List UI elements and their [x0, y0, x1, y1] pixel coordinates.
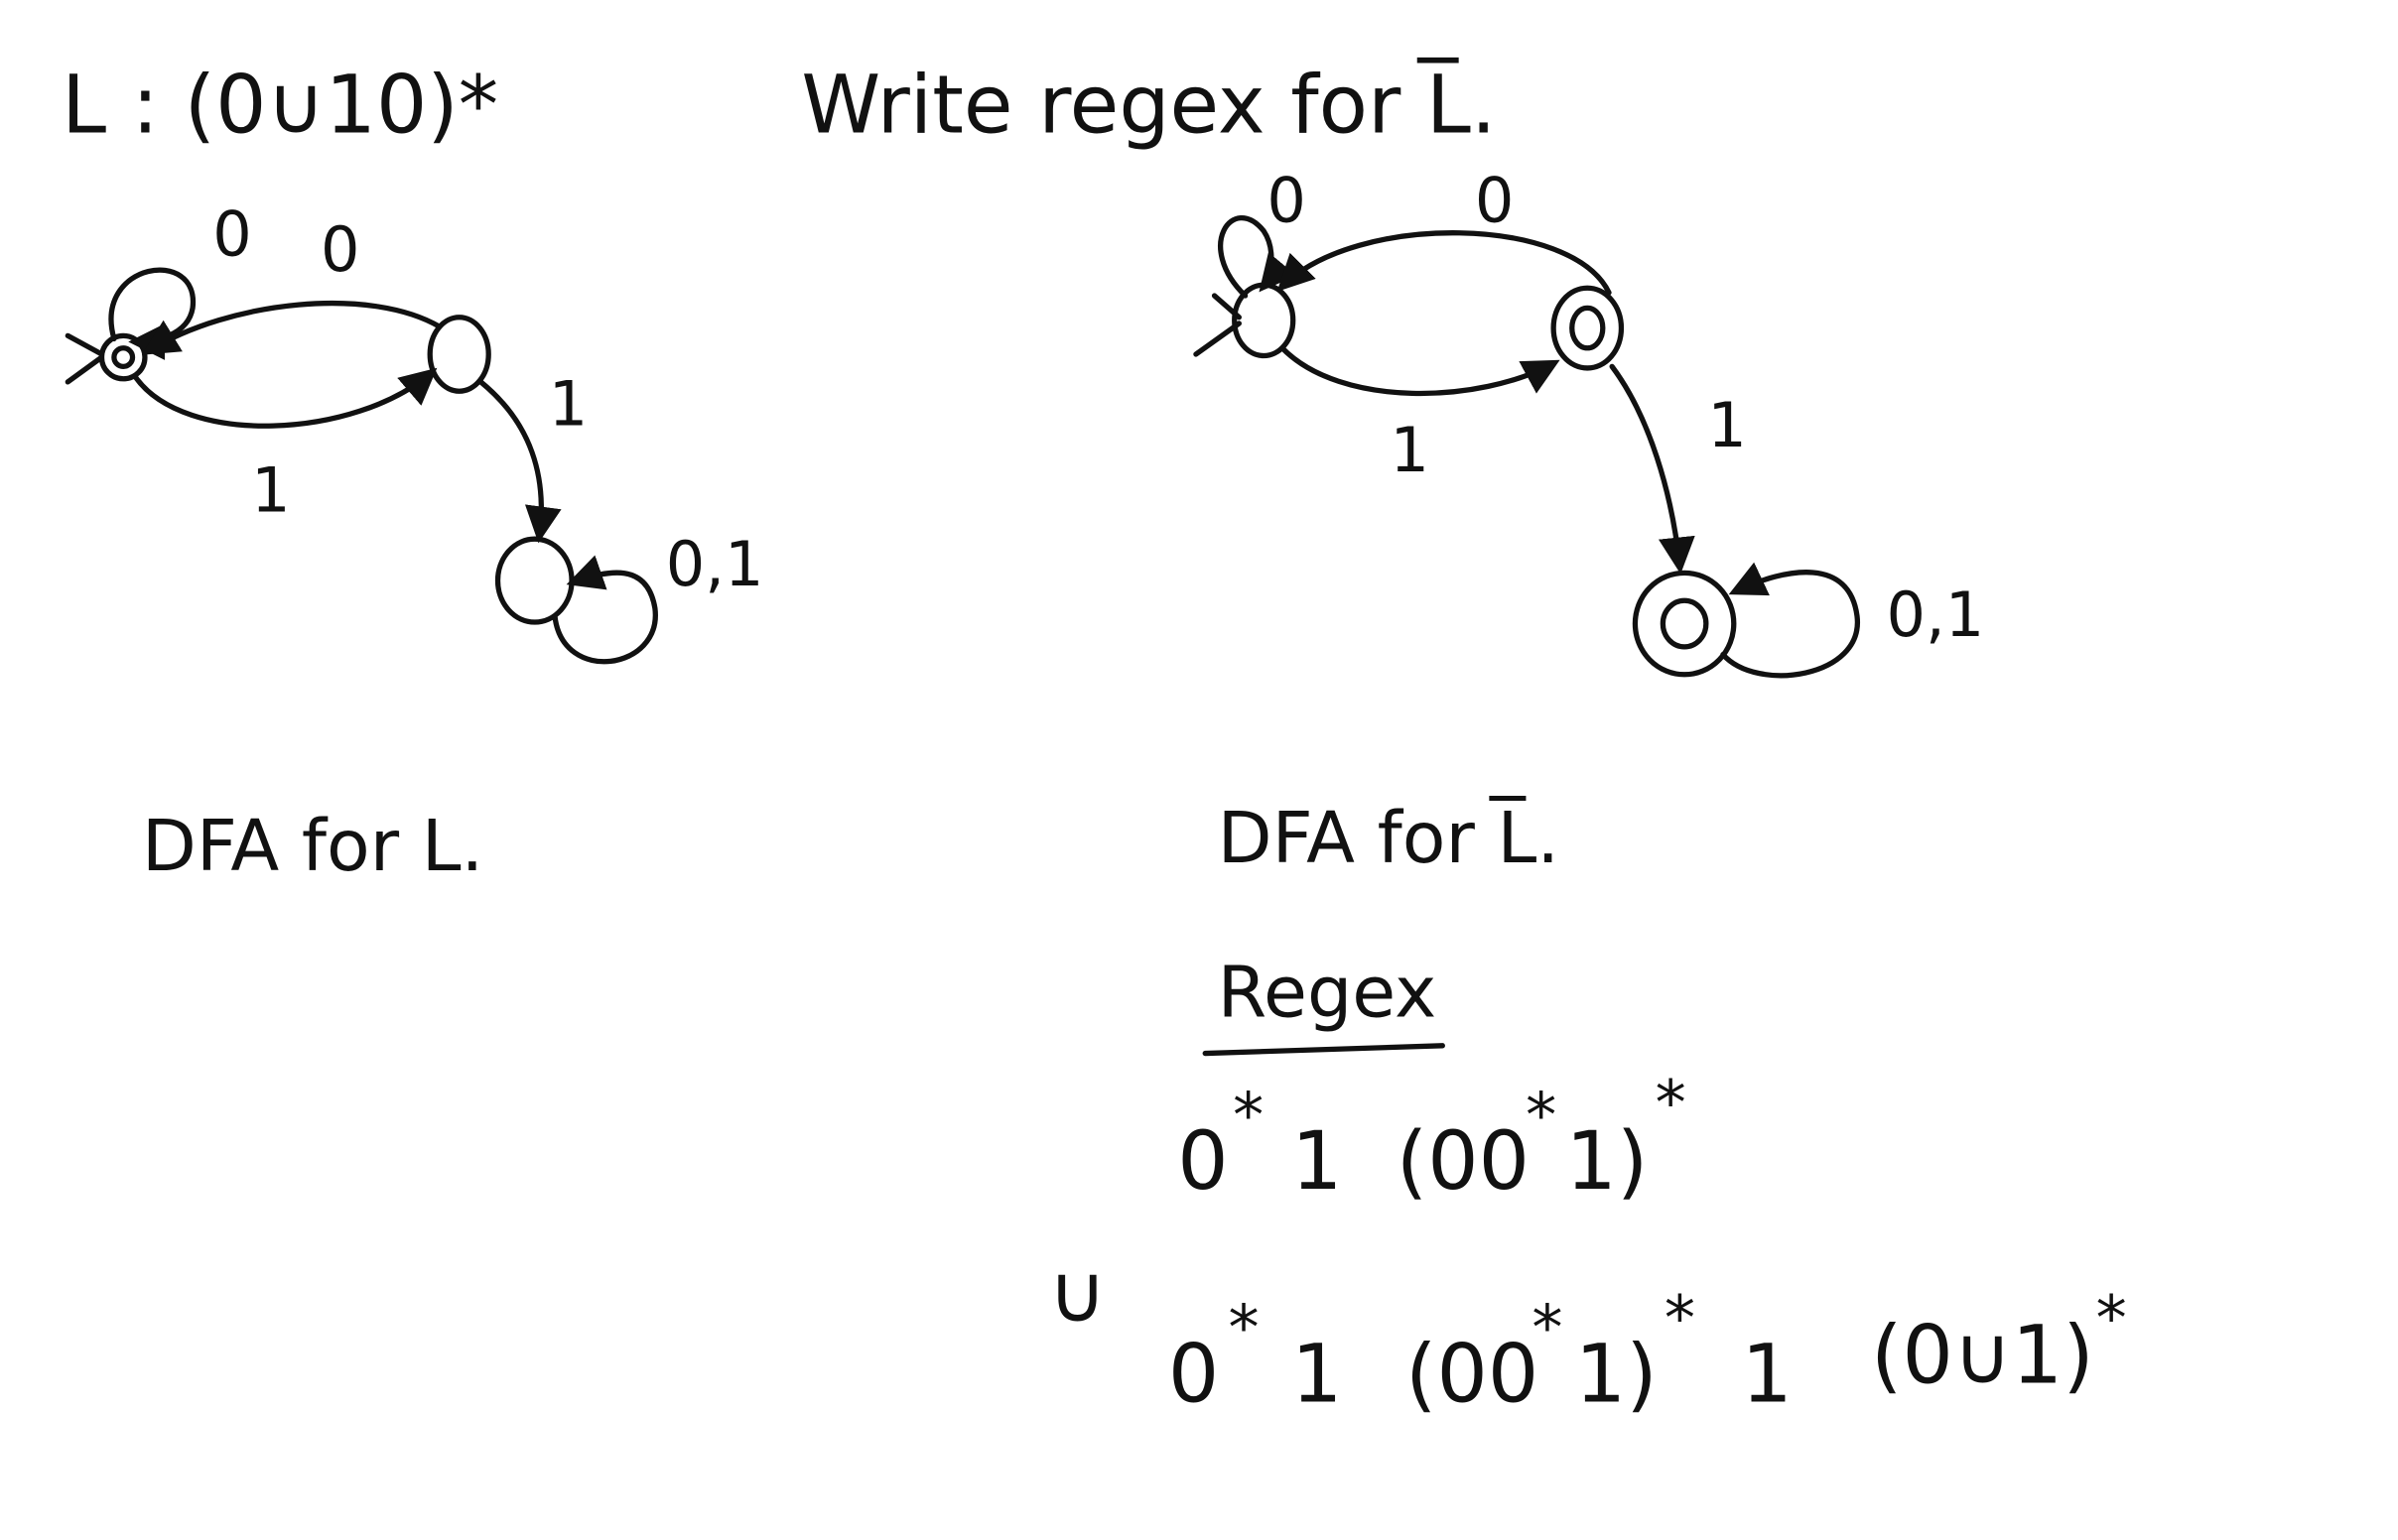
state-q2-right-inner — [1660, 597, 1709, 650]
edge-q0-q1-right — [1279, 345, 1560, 396]
edge-q1-q2-right — [1609, 363, 1695, 575]
t2-c: (00 — [1405, 1328, 1538, 1421]
regex-heading-underline — [1202, 1043, 1445, 1057]
state-q1-right — [1550, 285, 1625, 371]
t2-f: (0∪1) — [1871, 1310, 2094, 1403]
label-q0-loop-right: 0 — [1266, 165, 1306, 237]
state-q2-left — [494, 536, 575, 625]
edge-q2-loop-left — [552, 555, 658, 665]
t2-a-star: * — [1229, 1292, 1260, 1364]
t1-a: 0 — [1177, 1115, 1228, 1209]
edge-q0-loop-right — [1218, 215, 1297, 299]
language-definition: L : (0∪10)* — [62, 59, 498, 152]
t1-b: 1 — [1291, 1115, 1342, 1209]
start-arrow-right-b — [1193, 321, 1243, 357]
label-q1-q0-left: 0 — [321, 213, 360, 286]
edge-q1-q0-right — [1276, 230, 1612, 296]
task-text: Write regex for L̅. — [801, 58, 1496, 153]
dfa-left: 0 0 1 1 0,1 — [65, 198, 764, 665]
label-q0-loop-left: 0 — [212, 198, 252, 271]
label-q1-q2-left: 1 — [549, 367, 589, 440]
caption-dfa-right: DFA for L̅. — [1218, 796, 1559, 879]
label-q2-loop-left: 0,1 — [666, 528, 764, 600]
caption-dfa-left: DFA for L. — [142, 805, 483, 887]
edge-q1-q0-left — [141, 300, 443, 355]
t2-c-star: * — [1532, 1292, 1562, 1364]
t2-a: 0 — [1168, 1328, 1219, 1421]
edge-q0-q1-left — [132, 367, 438, 429]
state-q0-left-inner — [111, 345, 136, 370]
label-q1-q0-right: 0 — [1475, 165, 1515, 237]
dfa-right: 0 0 1 1 0,1 — [1193, 165, 1985, 679]
edge-q0-loop-left — [108, 267, 196, 361]
t2-d-star: * — [1665, 1282, 1695, 1354]
state-q1-left — [427, 315, 491, 394]
start-arrow-left-b — [65, 354, 105, 385]
t2-d: 1) — [1575, 1328, 1658, 1421]
label-q1-q2-right: 1 — [1707, 389, 1747, 461]
label-q2-loop-right: 0,1 — [1887, 578, 1985, 651]
state-q2-right — [1632, 570, 1737, 678]
regex-heading: Regex — [1218, 951, 1437, 1033]
regex-term-1: 0 * 1 (00 * 1) * — [1177, 1067, 1685, 1209]
t1-c: (00 — [1397, 1115, 1530, 1209]
start-arrow-left-a — [65, 332, 105, 357]
label-q0-q1-left: 1 — [251, 453, 291, 526]
label-q0-q1-right: 1 — [1391, 414, 1430, 486]
t2-f-star: * — [2096, 1282, 2127, 1354]
edge-q2-loop-right — [1720, 562, 1860, 679]
state-q1-right-inner — [1569, 305, 1606, 351]
t2-b: 1 — [1291, 1328, 1342, 1421]
edge-q1-q2-left — [477, 379, 562, 544]
regex-union-symbol: ∪ — [1048, 1248, 1107, 1342]
t1-c-star: * — [1526, 1079, 1556, 1151]
t2-e: 1 — [1742, 1328, 1793, 1421]
regex-term-2: 0 * 1 (00 * 1) * 1 (0∪1) * — [1168, 1282, 2127, 1421]
t1-d: 1) — [1566, 1115, 1649, 1209]
t1-a-star: * — [1233, 1079, 1264, 1151]
t1-d-star: * — [1656, 1067, 1686, 1139]
